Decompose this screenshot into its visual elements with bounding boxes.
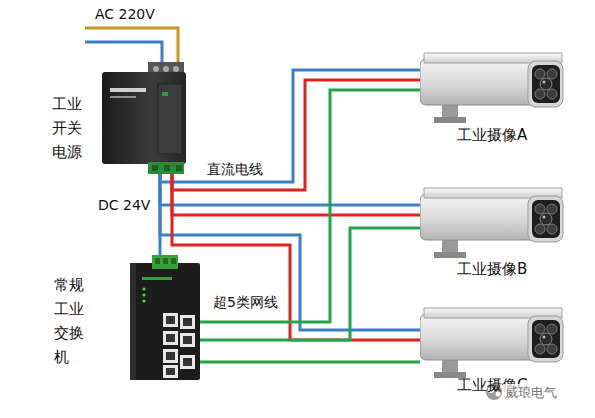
cable-connector [200,90,420,322]
cable-wire [172,174,420,215]
industrial-switch-part [142,293,145,296]
power-supply-part [110,88,146,92]
cable-wire [172,174,420,340]
industrial-switch-part [166,368,175,375]
node-heading: 工业摄像B [457,257,527,281]
industrial-camera-part [547,224,557,234]
industrial-camera-part [547,344,557,354]
cable-connector [200,362,420,363]
industrial-camera-part [540,213,552,225]
power-supply-part [173,66,179,72]
power-supply-part [164,165,170,171]
industrial-switch-part [130,263,136,380]
industrial-switch-part [166,352,175,360]
industrial-camera-part [434,117,466,123]
power-supply-part [176,165,182,171]
industrial-camera-part [540,333,552,345]
industrial-switch: 常规 工业 交换 机 [130,255,200,380]
power-supply-part [153,66,159,72]
watermark: 威琅电气 [503,384,559,402]
node-heading: 常规 工业 交换 机 [54,273,88,369]
industrial-camera-part [547,69,557,79]
cable-wire [172,80,420,190]
cable-wire [160,70,420,182]
industrial-switch-part [163,331,178,345]
industrial-switch-part [163,258,168,264]
industrial-camera-part [535,344,545,354]
power-supply-part [158,84,182,154]
industrial-camera: 工业摄像B [420,180,565,258]
power-supply-part [163,66,169,72]
industrial-camera-art [420,180,565,258]
industrial-camera-part [532,320,560,358]
industrial-camera-part [535,224,545,234]
power-supply-art [100,62,188,174]
industrial-camera-part [543,216,546,219]
cable-wire [160,174,420,205]
industrial-switch-part [183,336,192,344]
industrial-switch-part [166,316,175,324]
cable-label: 直流电线 [207,160,263,178]
industrial-camera-part [420,59,538,105]
cable-wire [200,228,420,340]
industrial-camera-part [535,204,545,214]
industrial-camera-part [547,204,557,214]
industrial-switch-part [130,263,200,380]
power-supply-part [110,96,136,98]
cable-wire [200,361,420,364]
industrial-switch-part [142,287,145,290]
industrial-camera: 工业摄像A [420,45,565,123]
industrial-camera-part [543,336,546,339]
industrial-camera-part [535,89,545,99]
industrial-switch-part [166,334,175,342]
industrial-switch-part [163,349,178,363]
industrial-camera-part [420,314,538,360]
industrial-camera-part [535,69,545,79]
industrial-camera-part [532,200,560,238]
industrial-switch-part [180,355,195,369]
industrial-camera-part [547,324,557,334]
industrial-switch-part [142,299,145,302]
cable-label: 超5类网线 [213,293,278,311]
cable-connector [160,70,420,190]
cable-wire [200,90,420,322]
cable-connector [200,228,420,340]
industrial-camera-part [434,252,466,258]
cable-connector [160,174,420,215]
power-supply: 工业 开关 电源 [100,62,188,174]
power-supply-part [152,165,158,171]
industrial-camera-part [528,196,563,242]
industrial-switch-part [171,258,176,264]
power-supply-part [162,92,168,96]
industrial-camera-art [420,45,565,123]
industrial-switch-art [130,255,200,380]
industrial-switch-part [142,277,172,280]
voltage-label: DC 24V [98,196,150,214]
industrial-camera: 工业摄像C [420,300,565,372]
industrial-switch-part [183,318,192,326]
industrial-switch-part [152,255,178,269]
node-heading: 工业摄像A [457,123,527,147]
voltage-label: AC 220V [95,5,155,23]
power-supply-part [148,162,184,174]
industrial-switch-part [180,315,195,329]
industrial-camera-part [420,194,538,240]
industrial-switch-part [163,313,178,327]
industrial-camera-part [528,316,563,362]
industrial-camera-art [420,300,565,378]
industrial-switch-part [163,365,178,378]
industrial-camera-part [543,81,546,84]
industrial-camera-part [535,324,545,334]
industrial-camera-part [532,65,560,103]
industrial-switch-part [183,358,192,366]
industrial-switch-part [155,258,160,264]
industrial-camera-part [540,78,552,90]
power-supply-part [102,72,186,164]
node-heading: 工业 开关 电源 [52,92,86,164]
industrial-switch-part [180,333,195,347]
industrial-camera-part [528,61,563,107]
industrial-camera-part [547,89,557,99]
